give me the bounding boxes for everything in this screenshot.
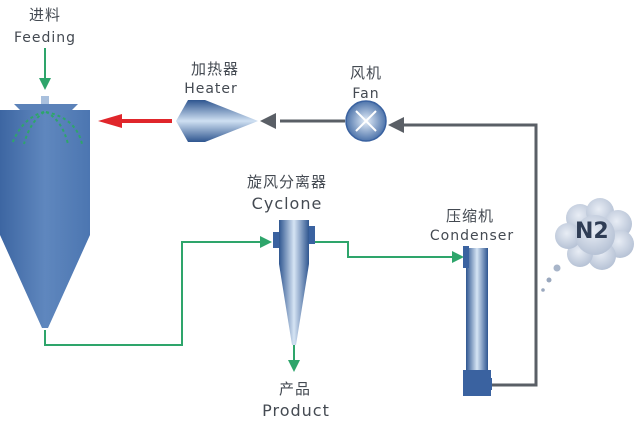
- spray-dryer-tower: [0, 96, 90, 328]
- condenser-label-en: Condenser: [429, 228, 515, 244]
- nitrogen-cloud-icon: [541, 198, 634, 292]
- condenser-column: [463, 246, 492, 396]
- tower-to-cyclone-line: [44, 236, 272, 346]
- fan-to-heater-line: [260, 113, 345, 129]
- heater-label-en: Heater: [184, 81, 238, 97]
- condenser-label-cn: 压缩机: [445, 207, 494, 225]
- feeding-label-en: Feeding: [13, 30, 77, 46]
- feeding-label-cn: 进料: [28, 6, 61, 24]
- fan-label-en: Fan: [352, 86, 380, 102]
- cyclone-to-condenser-line: [315, 241, 464, 263]
- cyclone-separator: [273, 220, 315, 345]
- nitrogen-label: N2: [575, 219, 609, 244]
- fan-label-cn: 风机: [349, 64, 382, 82]
- gas-return-line: [388, 117, 538, 387]
- cyclone-label-cn: 旋风分离器: [246, 173, 327, 191]
- cyclone-label-en: Cyclone: [251, 194, 323, 213]
- heater-vessel: [176, 100, 258, 142]
- fan-icon: [345, 100, 387, 142]
- product-label-cn: 产品: [278, 380, 311, 398]
- feed-arrow: [39, 48, 51, 90]
- product-arrow: [288, 345, 300, 372]
- spray-nozzle-icon: [11, 111, 83, 145]
- product-label-en: Product: [262, 401, 330, 420]
- heater-label-cn: 加热器: [190, 60, 239, 78]
- hot-gas-arrow: [98, 114, 172, 128]
